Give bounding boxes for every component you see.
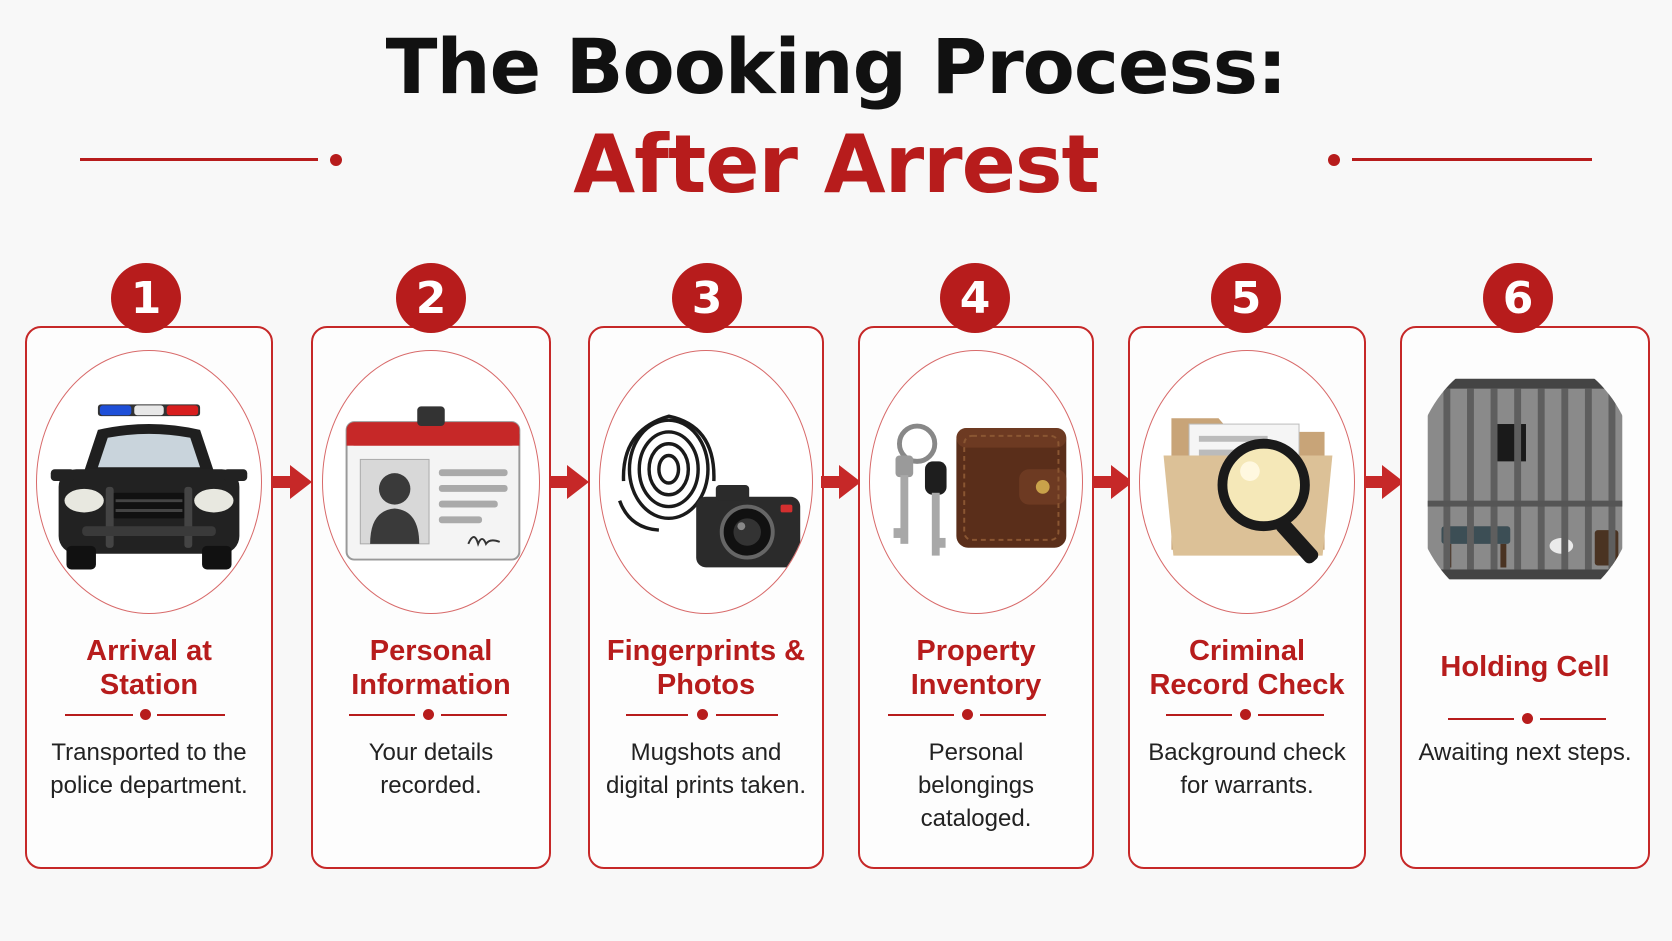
step-number-badge-3: 3 <box>672 263 742 333</box>
title-divider-right-dot <box>1328 154 1340 166</box>
step-card-3: Fingerprints & Photos Mugshots and digit… <box>588 326 824 869</box>
step-separator-dot-1 <box>140 709 151 720</box>
step-description-3: Mugshots and digital prints taken. <box>605 739 807 799</box>
step-separator-left-2 <box>349 714 415 716</box>
step-separator-dot-2 <box>423 709 434 720</box>
step-separator-left-3 <box>626 714 688 716</box>
step-separator-right-6 <box>1540 718 1606 720</box>
step-number-badge-2: 2 <box>396 263 466 333</box>
step-illustration-5 <box>1139 350 1355 614</box>
step-title-4: Property Inventory <box>910 635 1042 701</box>
police-car-icon <box>50 404 248 570</box>
step-card-6: Holding Cell Awaiting next steps. <box>1400 326 1650 869</box>
step-title-1: Arrival at Station <box>86 635 212 701</box>
step-description-1: Transported to the police department. <box>50 739 248 799</box>
step-separator-dot-4 <box>962 709 973 720</box>
title-divider-left <box>80 158 318 161</box>
step-separator-dot-5 <box>1240 709 1251 720</box>
step-description-4: Personal belongings cataloged. <box>917 739 1035 832</box>
step-description-2: Your details recorded. <box>368 739 494 799</box>
step-number-badge-1: 1 <box>111 263 181 333</box>
step-illustration-1 <box>36 350 262 614</box>
step-separator-right-1 <box>157 714 225 716</box>
step-title-6: Holding Cell <box>1440 651 1610 683</box>
arrow-right-icon <box>1093 465 1133 499</box>
step-card-4: Property Inventory Personal belongings c… <box>858 326 1094 869</box>
step-separator-right-3 <box>716 714 778 716</box>
folder-magnifier-icon <box>1163 418 1333 564</box>
keys-wallet-icon <box>893 423 1067 556</box>
step-illustration-2 <box>322 350 540 614</box>
id-card-icon <box>345 406 521 561</box>
step-separator-left-5 <box>1166 714 1232 716</box>
step-illustration-6 <box>1411 350 1639 614</box>
step-card-1: Arrival at Station Transported to the po… <box>25 326 273 869</box>
step-number-badge-6: 6 <box>1483 263 1553 333</box>
step-separator-left-6 <box>1448 718 1514 720</box>
step-separator-dot-3 <box>697 709 708 720</box>
arrow-right-icon <box>549 465 589 499</box>
step-title-5: Criminal Record Check <box>1149 635 1345 701</box>
page-title: The Booking Process: <box>385 22 1288 111</box>
step-separator-right-5 <box>1258 714 1324 716</box>
step-title-3: Fingerprints & Photos <box>606 635 806 701</box>
jail-cell-icon <box>1427 378 1623 580</box>
page-subtitle: After Arrest <box>573 118 1099 211</box>
arrow-right-icon <box>821 465 861 499</box>
step-separator-right-2 <box>441 714 507 716</box>
step-title-2: Personal Information <box>351 635 511 701</box>
arrow-right-icon <box>272 465 312 499</box>
title-divider-left-dot <box>330 154 342 166</box>
step-number-badge-4: 4 <box>940 263 1010 333</box>
step-description-5: Background check for warrants. <box>1148 739 1346 799</box>
step-number-badge-5: 5 <box>1211 263 1281 333</box>
arrow-right-icon <box>1364 465 1404 499</box>
step-separator-right-4 <box>980 714 1046 716</box>
step-separator-dot-6 <box>1522 713 1533 724</box>
step-description-6: Awaiting next steps. <box>1418 739 1632 766</box>
step-illustration-4 <box>869 350 1083 614</box>
step-illustration-3 <box>599 350 813 614</box>
step-separator-left-4 <box>888 714 954 716</box>
step-card-5: Criminal Record Check Background check f… <box>1128 326 1366 869</box>
step-card-2: Personal Information Your details record… <box>311 326 551 869</box>
step-separator-left-1 <box>65 714 133 716</box>
fingerprint-camera-icon <box>618 414 801 568</box>
title-divider-right <box>1352 158 1592 161</box>
